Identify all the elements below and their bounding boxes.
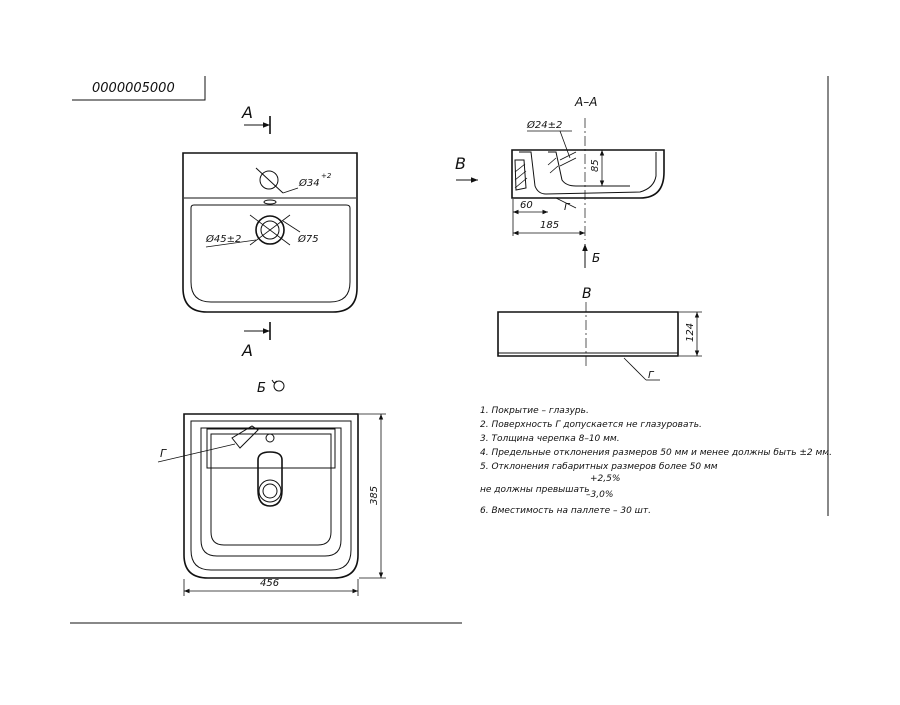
side-view: В 124 Г — [497, 286, 702, 381]
note-4: 4. Предельные отклонения размеров 50 мм … — [480, 448, 832, 458]
bottom-depth-dim: 385 — [369, 486, 380, 505]
note-5-continuation: не должны превышать — [480, 485, 590, 495]
note-5: 5. Отклонения габаритных размеров более … — [480, 462, 718, 472]
drain-outer-dim: Ø75 — [297, 233, 319, 245]
drawing-number: 0000005000 — [92, 81, 175, 96]
drain-outer — [255, 215, 285, 245]
top-bowl-contour — [190, 204, 351, 303]
bottom-surface-label: Г — [160, 447, 167, 460]
note-3: 3. Толщина черепка 8–10 мм. — [480, 434, 620, 444]
note-6: 6. Вместимость на паллете – 30 шт. — [480, 506, 651, 516]
section-depth-dim: 85 — [590, 159, 601, 172]
section-mark-bottom: A — [241, 341, 253, 360]
bottom-view: Б Г 456 385 — [157, 379, 386, 596]
view-arrow-label-left: В — [455, 154, 466, 173]
bottom-view-title: Б — [257, 381, 266, 396]
section-inner-dim: 60 — [520, 200, 533, 211]
section-title: A–A — [574, 95, 597, 109]
title-box: 0000005000 — [72, 76, 206, 101]
section-hole-dim: Ø24±2 — [526, 119, 562, 131]
section-surface-label: Г — [564, 202, 571, 213]
drain-inner — [260, 220, 280, 240]
overflow-slot — [263, 199, 277, 205]
section-view: A–A В Ø24±2 85 Г 60 185 — [455, 95, 665, 268]
note-2: 2. Поверхность Г допускается не глазуров… — [480, 420, 702, 430]
side-outline — [497, 311, 679, 357]
note-1: 1. Покрытие – глазурь. — [480, 406, 589, 416]
tolerance-minus: –3,0% — [586, 490, 613, 500]
notes-block: 1. Покрытие – глазурь. 2. Поверхность Г … — [480, 406, 832, 516]
view-arrow-label-down: Б — [592, 251, 600, 265]
side-height-dim: 124 — [685, 323, 696, 342]
bottom-drain-tube — [257, 451, 283, 507]
section-mark-top: A — [241, 103, 253, 122]
section-length-dim: 185 — [540, 220, 559, 231]
faucet-hole — [259, 170, 279, 190]
faucet-hole-tol: +2 — [321, 172, 332, 180]
side-surface-label: Г — [648, 370, 655, 381]
bottom-tab — [231, 425, 259, 449]
side-view-title: В — [582, 286, 592, 302]
tolerance-plus: +2,5% — [590, 474, 620, 484]
rotate-symbol-icon — [273, 380, 285, 392]
bottom-width-dim: 456 — [260, 578, 279, 589]
section-body — [511, 149, 665, 199]
faucet-hole-dim: Ø34 — [298, 177, 320, 189]
drain-dim: Ø45±2 — [205, 233, 241, 245]
bottom-plate — [206, 428, 336, 469]
section-inner-wall — [519, 151, 657, 195]
bottom-outer-contour — [183, 413, 359, 579]
top-outer-contour — [182, 152, 358, 313]
top-view: A Ø34 +2 Ø45±2 Ø75 A — [182, 103, 358, 360]
